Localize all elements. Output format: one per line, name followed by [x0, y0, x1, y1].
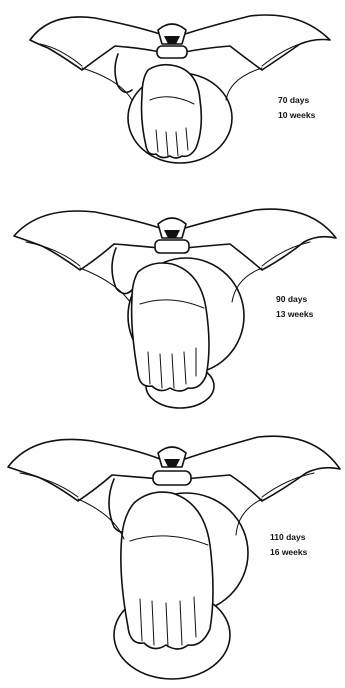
stage-panel-110-days: 110 days 16 weeks: [0, 423, 345, 688]
label-weeks: 10 weeks: [278, 109, 315, 122]
label-days: 90 days: [276, 293, 307, 306]
pelvic-bone: [8, 436, 340, 501]
label-weeks: 13 weeks: [276, 308, 313, 321]
uterine-horn: [132, 263, 209, 391]
stage-panel-90-days: 90 days 13 weeks: [0, 198, 345, 423]
label-days: 70 days: [278, 94, 309, 107]
stage-panel-70-days: 70 days 10 weeks: [0, 0, 345, 200]
label-weeks: 16 weeks: [270, 546, 307, 559]
uterine-horn: [142, 65, 202, 158]
label-days: 110 days: [270, 531, 305, 544]
